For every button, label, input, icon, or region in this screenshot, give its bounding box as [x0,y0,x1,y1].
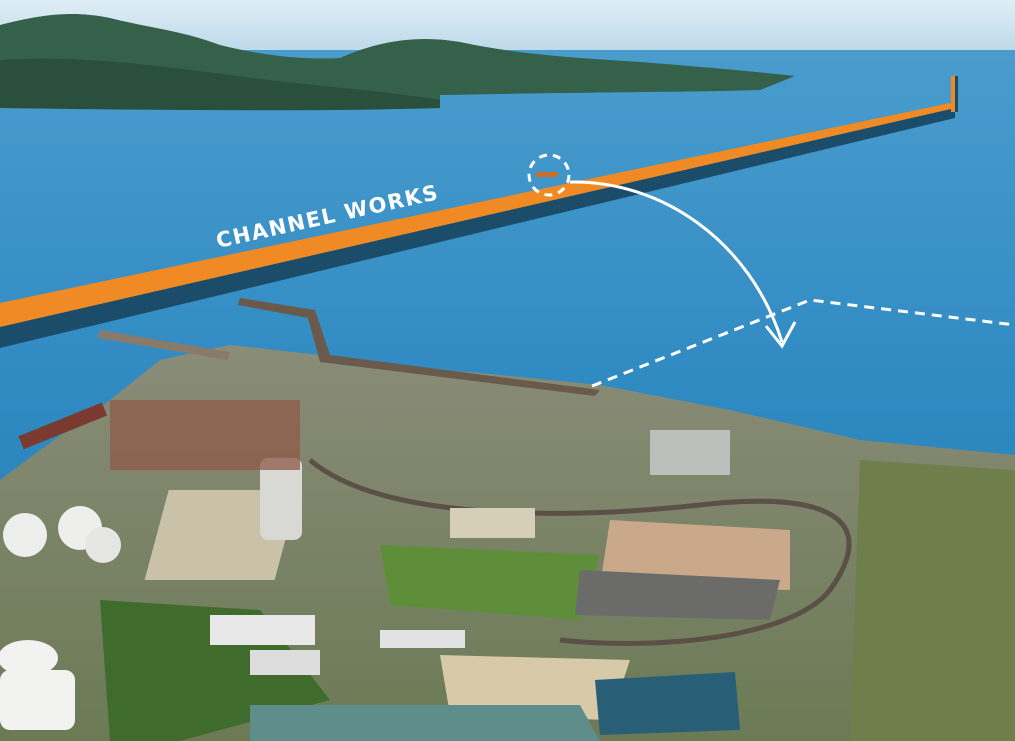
dredge-vessel [536,172,558,177]
dirt-area [600,520,790,590]
pond-2 [595,672,740,735]
container-yard [110,400,300,470]
jetty [238,298,600,396]
tank [0,670,75,730]
channel-end-marker [951,76,958,112]
relocation-arrow [569,180,784,343]
wharf [98,330,230,360]
building [250,650,320,675]
tank [85,527,121,563]
ship [18,402,108,450]
building [210,615,315,645]
dredge-location-marker [527,153,571,197]
green-field-2 [850,460,1015,741]
channel-band [0,103,955,327]
sand-area [440,655,630,720]
channel-end-marker-shadow [955,76,958,112]
channel-band-shadow [0,108,955,348]
green-field [380,545,600,620]
tank [0,640,58,676]
island-shade [0,58,440,111]
building [380,630,465,648]
pond [250,705,600,741]
silo [260,458,302,540]
paved-area [575,570,780,620]
processing-shed [650,430,730,475]
warehouse [450,508,535,538]
tank [3,513,47,557]
arrow-head-icon [764,321,797,349]
